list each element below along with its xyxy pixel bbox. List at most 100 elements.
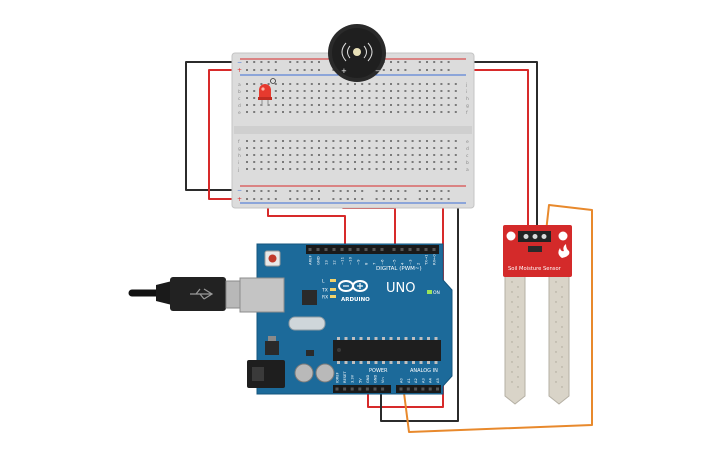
breadboard-hole	[440, 90, 443, 92]
breadboard-hole	[404, 147, 407, 149]
breadboard-hole	[339, 97, 342, 99]
breadboard-hole	[397, 69, 400, 71]
breadboard-hole	[267, 140, 270, 142]
breadboard-hole	[447, 161, 450, 163]
breadboard-hole	[310, 61, 313, 63]
breadboard-hole	[303, 161, 306, 163]
breadboard-hole	[289, 83, 292, 85]
row-letter-right: e	[466, 140, 469, 145]
analog-pin-hole[interactable]	[406, 387, 410, 391]
analog-pin-hole[interactable]	[414, 387, 418, 391]
digital-pin-hole[interactable]	[416, 248, 420, 251]
digital-pin-hole[interactable]	[316, 248, 320, 251]
chip-leg	[389, 361, 393, 364]
digital-pin-label: 4	[400, 262, 405, 265]
digital-pin-hole[interactable]	[324, 248, 328, 251]
breadboard-hole	[260, 161, 263, 163]
row-letter-left: c	[238, 97, 241, 102]
digital-pin-hole[interactable]	[408, 248, 412, 251]
digital-pin-hole[interactable]	[364, 248, 368, 251]
power-pin-label: GND	[374, 375, 378, 383]
breadboard-hole	[440, 61, 443, 63]
breadboard-hole	[361, 111, 364, 113]
chip-leg	[427, 337, 430, 340]
probe-dot	[511, 301, 513, 303]
breadboard-hole	[390, 111, 392, 113]
breadboard-hole	[382, 104, 385, 106]
power-pin-hole[interactable]	[381, 387, 385, 391]
breadboard-hole	[303, 69, 306, 71]
power-pin-hole[interactable]	[358, 387, 362, 391]
rail-plus-label-top: +	[237, 67, 242, 74]
breadboard-hole	[318, 198, 320, 200]
breadboard-hole	[454, 147, 457, 149]
breadboard-hole	[274, 90, 277, 92]
digital-pin-hole[interactable]	[332, 248, 336, 251]
probe-dot	[561, 336, 563, 338]
board-led-label: TX	[321, 288, 328, 294]
sensor-mount-hole-left	[506, 231, 516, 241]
breadboard-hole	[303, 198, 306, 200]
breadboard-hole	[361, 168, 364, 170]
breadboard-hole	[246, 140, 248, 142]
breadboard-hole	[289, 168, 292, 170]
breadboard-hole	[303, 147, 306, 149]
breadboard-hole	[260, 140, 263, 142]
soil-moisture-sensor[interactable]: Soil Moisture Sensor	[503, 225, 572, 405]
digital-pin-hole[interactable]	[400, 248, 404, 251]
digital-pin-hole[interactable]	[372, 248, 376, 251]
breadboard-hole	[418, 190, 421, 192]
probe-dot	[555, 381, 557, 383]
digital-pin-hole[interactable]	[432, 248, 436, 251]
digital-pin-hole[interactable]	[392, 248, 396, 251]
power-pin-hole[interactable]	[350, 387, 354, 391]
digital-pin-hole[interactable]	[356, 248, 360, 251]
usb-cable[interactable]	[128, 277, 247, 311]
chip-leg	[412, 337, 415, 340]
probe-dot	[511, 281, 513, 283]
breadboard-hole	[332, 90, 335, 92]
probe-dot	[511, 311, 513, 313]
row-letter-right: d	[466, 146, 469, 152]
breadboard-hole	[318, 147, 320, 149]
row-letter-left: h	[238, 153, 241, 159]
breadboard-hole	[282, 147, 284, 149]
breadboard-hole	[267, 161, 270, 163]
chip-leg	[427, 361, 430, 364]
breadboard-hole	[440, 69, 443, 71]
digital-pin-hole[interactable]	[308, 248, 312, 251]
analog-pin-hole[interactable]	[399, 387, 403, 391]
power-pin-hole[interactable]	[373, 387, 377, 391]
breadboard-hole	[318, 190, 320, 192]
power-pin-hole[interactable]	[343, 387, 347, 391]
analog-pin-hole[interactable]	[421, 387, 425, 391]
breadboard-hole	[440, 97, 443, 99]
breadboard-hole	[310, 97, 313, 99]
digital-pin-hole[interactable]	[348, 248, 352, 251]
breadboard-hole	[354, 90, 356, 92]
breadboard-hole	[289, 140, 292, 142]
power-header	[333, 385, 391, 393]
piezo-buzzer[interactable]: + −	[328, 24, 386, 82]
breadboard-hole	[296, 83, 299, 85]
analog-pin-hole[interactable]	[428, 387, 432, 391]
digital-pin-hole[interactable]	[380, 248, 384, 251]
red-led[interactable]	[258, 78, 276, 107]
digital-pin-hole[interactable]	[340, 248, 344, 251]
power-pin-hole[interactable]	[335, 387, 339, 391]
power-pin-hole[interactable]	[365, 387, 369, 391]
analog-pin-hole[interactable]	[436, 387, 439, 391]
breadboard-hole	[454, 104, 457, 106]
arduino-infinity-logo-icon	[338, 280, 368, 292]
digital-pin-label: 8	[364, 262, 369, 265]
digital-pin-hole[interactable]	[424, 248, 428, 251]
breadboard-hole	[253, 154, 256, 156]
breadboard-center-channel	[234, 126, 472, 134]
breadboard-hole	[310, 111, 313, 113]
power-pin-label: 3.3V	[351, 374, 355, 383]
breadboard-hole	[339, 161, 342, 163]
breadboard-hole	[397, 111, 400, 113]
chip-leg	[382, 361, 385, 364]
